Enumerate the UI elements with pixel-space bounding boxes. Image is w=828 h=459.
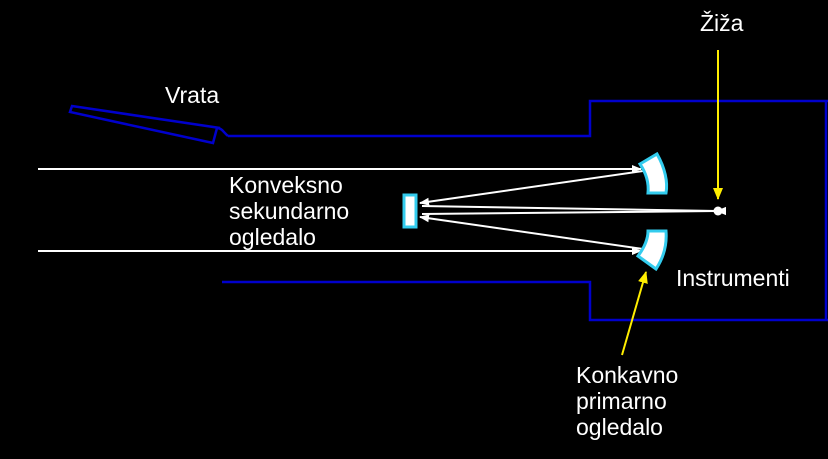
reflected-ray-bottom	[419, 214, 644, 250]
secondary-mirror-label-line2: sekundarno	[229, 198, 350, 224]
primary-mirror-label-line3: ogledalo	[576, 414, 663, 440]
focus-rays	[421, 205, 727, 216]
primary-mirror	[635, 151, 669, 272]
focus-label: Žiža	[700, 10, 744, 36]
focus-point	[713, 206, 723, 216]
primary-pointer	[621, 271, 648, 356]
reflected-ray-top	[419, 170, 644, 206]
instruments-label: Instrumenti	[676, 265, 790, 291]
primary-mirror-label-line2: primarno	[576, 388, 667, 414]
secondary-mirror-label-line3: ogledalo	[229, 224, 316, 250]
primary-mirror-label-line1: Konkavno	[576, 362, 679, 388]
incoming-rays	[38, 165, 642, 255]
secondary-mirror	[402, 193, 418, 229]
tube-top-wall	[228, 99, 828, 138]
reflected-rays	[419, 170, 644, 250]
primary-mirror-top	[637, 151, 669, 195]
focus-ray-bottom	[421, 206, 727, 215]
tube-bottom-wall	[222, 280, 828, 322]
label-pointers	[621, 50, 723, 356]
focus-ray-top	[421, 205, 727, 216]
primary-mirror-bottom	[635, 229, 668, 272]
door-flap	[68, 104, 229, 145]
secondary-mirror-label-line1: Konveksno	[229, 172, 343, 198]
door-label: Vrata	[165, 82, 220, 108]
telescope-tube	[68, 99, 828, 322]
